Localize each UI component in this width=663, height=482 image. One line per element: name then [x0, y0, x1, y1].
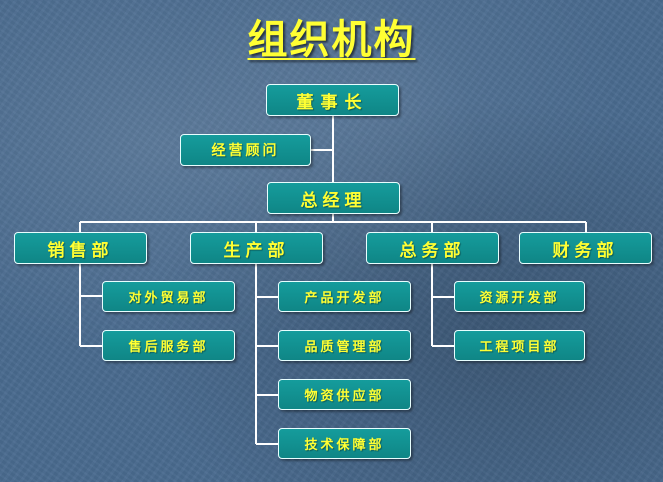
- department-sales: 销售部: [14, 232, 147, 264]
- department-general-affairs: 总务部: [366, 232, 499, 264]
- general-manager-box: 总经理: [267, 182, 400, 214]
- unit-foreign-trade: 对外贸易部: [102, 281, 235, 312]
- page-title: 组织机构: [247, 17, 416, 63]
- chairman-box: 董事长: [266, 84, 399, 116]
- unit-after-sales: 售后服务部: [102, 330, 235, 361]
- unit-material-supply: 物资供应部: [278, 379, 411, 410]
- unit-quality-management: 品质管理部: [278, 330, 411, 361]
- department-production: 生产部: [190, 232, 323, 264]
- unit-product-development: 产品开发部: [278, 281, 411, 312]
- unit-resource-development: 资源开发部: [454, 281, 585, 312]
- advisor-box: 经营顾问: [180, 134, 311, 166]
- unit-engineering-projects: 工程项目部: [454, 330, 585, 361]
- department-finance: 财务部: [519, 232, 652, 264]
- unit-technical-support: 技术保障部: [278, 428, 411, 459]
